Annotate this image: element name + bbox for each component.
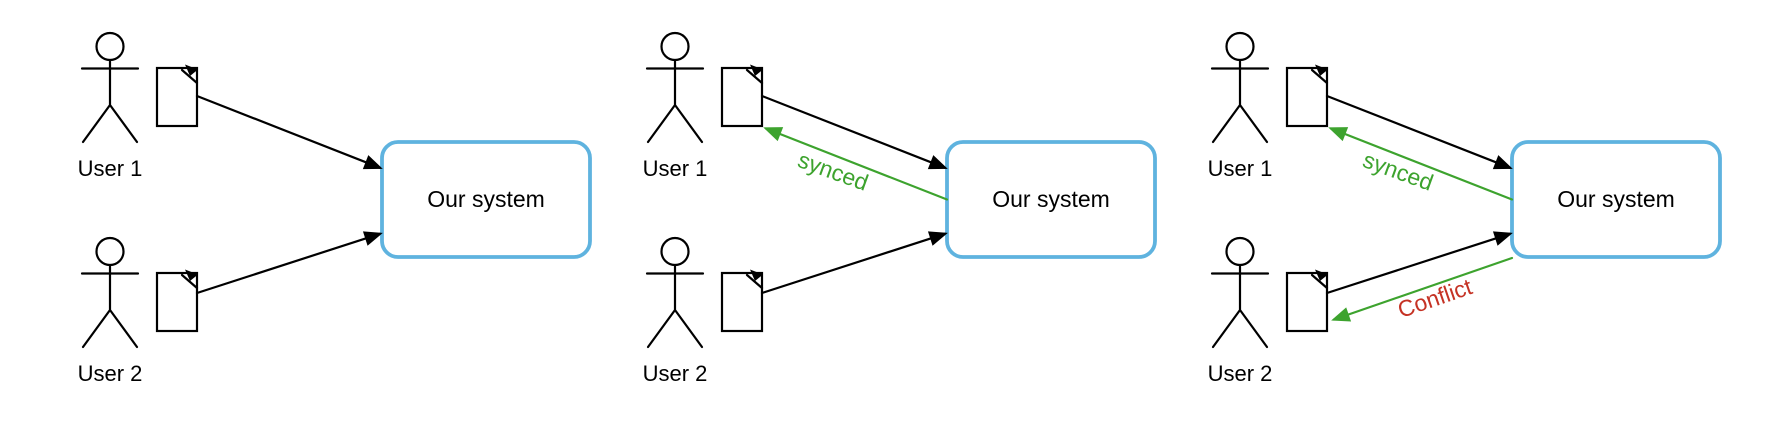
arrow-system-to-user2-doc-conflict bbox=[1331, 256, 1514, 322]
user2-actor-document-icon bbox=[1210, 236, 1330, 349]
user1-label: User 1 bbox=[642, 156, 708, 181]
system-label: Our system bbox=[1557, 186, 1675, 212]
arrow-system-to-user1-doc-synced bbox=[1328, 127, 1514, 201]
user1-actor-document-icon bbox=[645, 31, 765, 144]
arrow-user2-doc-to-system bbox=[1325, 231, 1513, 295]
user1-actor-document-icon bbox=[1210, 31, 1330, 144]
panel-both-users-write: User 1 User 2 Our system bbox=[0, 0, 600, 422]
panel-1-graphics bbox=[80, 31, 592, 349]
panel-2-graphics bbox=[645, 31, 1157, 349]
arrow-user1-doc-to-system bbox=[1325, 94, 1513, 170]
user1-label: User 1 bbox=[77, 156, 143, 181]
arrow-system-to-user1-doc-synced bbox=[763, 127, 949, 201]
user1-label: User 1 bbox=[1207, 156, 1273, 181]
panel-3-graphics bbox=[1210, 31, 1722, 349]
user2-label: User 2 bbox=[642, 361, 708, 386]
arrow-user2-doc-to-system bbox=[195, 231, 383, 295]
user2-actor-document-icon bbox=[80, 236, 200, 349]
user2-actor-document-icon bbox=[645, 236, 765, 349]
panel-synced-to-user1: User 1 User 2 Our system synced bbox=[565, 0, 1165, 422]
system-box bbox=[380, 140, 592, 259]
system-label: Our system bbox=[427, 186, 545, 212]
arrow-user2-doc-to-system bbox=[760, 231, 948, 295]
user2-label: User 2 bbox=[77, 361, 143, 386]
system-label: Our system bbox=[992, 186, 1110, 212]
user2-label: User 2 bbox=[1207, 361, 1273, 386]
arrow-user1-doc-to-system bbox=[195, 94, 383, 170]
arrow-user1-doc-to-system bbox=[760, 94, 948, 170]
panel-synced-and-conflict: User 1 User 2 Our system synced Conflict bbox=[1130, 0, 1730, 422]
user1-actor-document-icon bbox=[80, 31, 200, 144]
